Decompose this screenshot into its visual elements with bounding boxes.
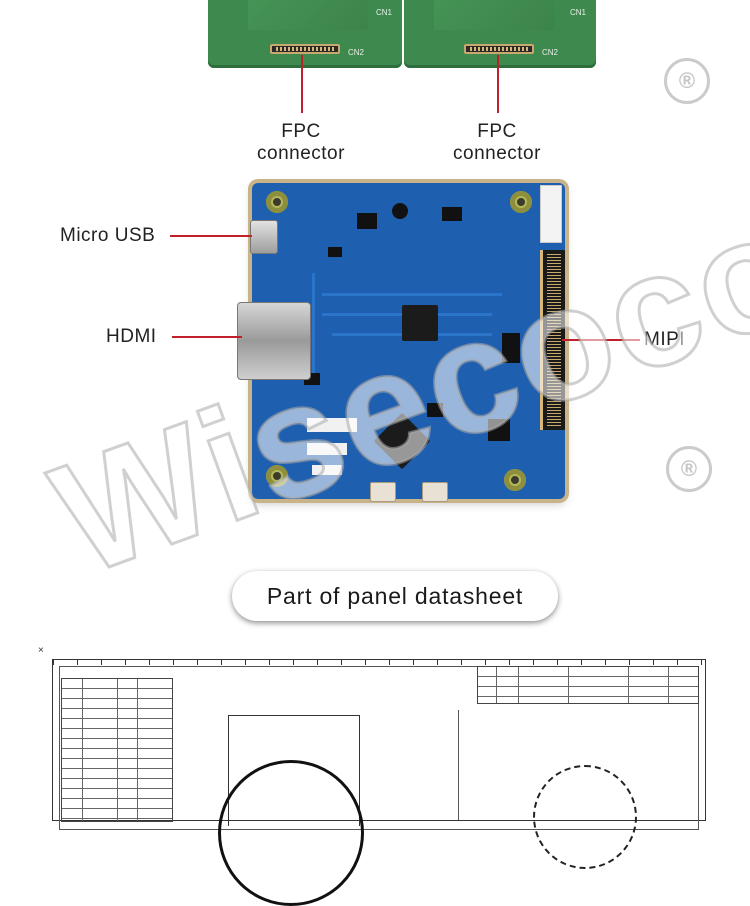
tact-button (422, 482, 448, 502)
display-pcb-left: CN1 CN2 (208, 0, 402, 68)
hdmi-port (237, 302, 311, 380)
fpc-connector-right (464, 44, 534, 54)
pcb-label-cn1: CN1 (569, 8, 586, 17)
panel-outline (228, 715, 360, 826)
section-title: Part of panel datasheet (232, 571, 558, 621)
pcb-label-cn2: CN2 (542, 48, 559, 57)
mounting-hole (504, 469, 526, 491)
fpc-right-leader-line (497, 55, 499, 113)
datasheet-drawing (52, 659, 706, 906)
mounting-hole (510, 191, 532, 213)
panel-round-outline (218, 760, 364, 906)
fpc-right-label: FPC connector (453, 121, 541, 164)
mipi-label: MIPI (644, 329, 686, 350)
tact-button (370, 482, 396, 502)
micro-usb-leader-line (170, 235, 252, 237)
pin-table (61, 678, 173, 822)
registered-icon: ® (664, 58, 710, 104)
revision-table (477, 666, 699, 704)
mipi-connector (540, 250, 565, 430)
board-sticker (540, 185, 562, 243)
mounting-hole (266, 465, 288, 487)
hdmi-label: HDMI (106, 326, 157, 347)
display-pcb-right: CN1 CN2 (404, 0, 596, 68)
micro-usb-port (250, 220, 278, 254)
registered-icon: ® (666, 446, 712, 492)
fpc-connector-left (270, 44, 340, 54)
mipi-leader-line (562, 339, 640, 341)
micro-usb-label: Micro USB (60, 225, 156, 246)
pcb-label-cn2: CN2 (348, 48, 365, 57)
dimension-line (458, 710, 459, 820)
hdmi-leader-line (172, 336, 242, 338)
mounting-hole (266, 191, 288, 213)
controller-chip (373, 412, 431, 470)
pcb-label-cn1: CN1 (375, 8, 392, 17)
fpc-left-label: FPC connector (257, 121, 345, 164)
corner-mark: × (38, 645, 44, 656)
panel-round-outline-side (533, 765, 637, 869)
fpc-left-leader-line (301, 55, 303, 113)
main-chip (402, 305, 438, 341)
